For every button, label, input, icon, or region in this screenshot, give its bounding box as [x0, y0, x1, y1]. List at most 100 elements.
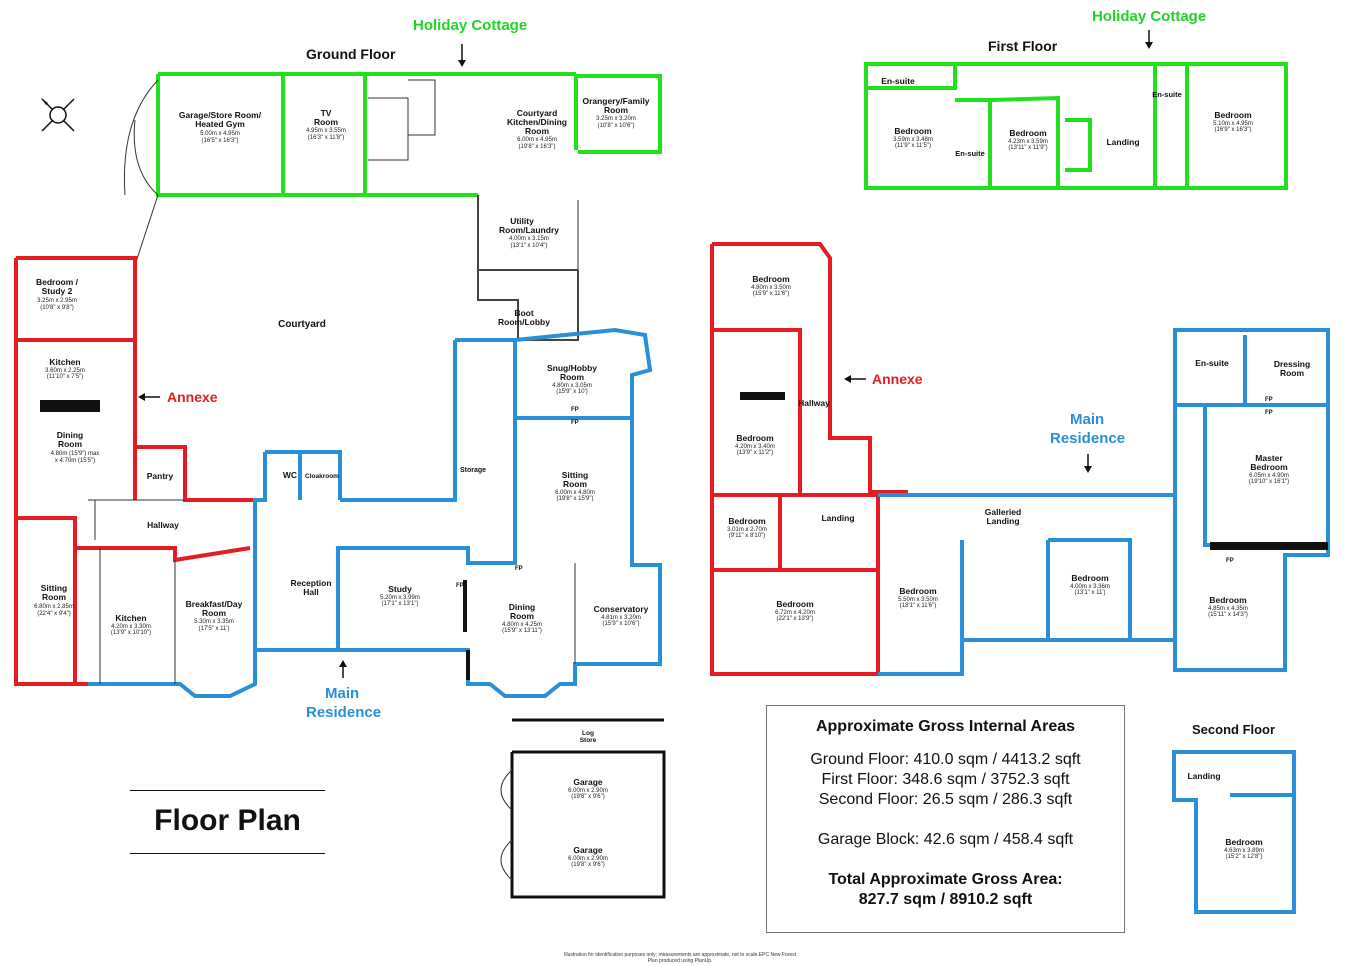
- room-log-store: Log Store: [580, 730, 597, 744]
- svg-text:(15'2" x 12'8"): (15'2" x 12'8"): [1226, 854, 1263, 860]
- room-ff-main-bed-c: Bedroom 4.85m x 4.35m (15'11" x 14'3"): [1208, 595, 1248, 618]
- room-ff-bed-1: Bedroom 3.59m x 3.48m (11'9" x 11'5"): [893, 126, 933, 149]
- svg-text:Conservatory: Conservatory: [594, 604, 649, 614]
- svg-text:6.00m x 2.90m: 6.00m x 2.90m: [568, 856, 608, 862]
- compass-icon: [41, 98, 75, 132]
- svg-text:(11'9" x 11'5"): (11'9" x 11'5"): [895, 143, 931, 149]
- svg-text:4.23m x 3.59m: 4.23m x 3.59m: [1008, 139, 1048, 145]
- svg-text:Bedroom: Bedroom: [1071, 573, 1109, 583]
- svg-text:(19'8" x 9'6"): (19'8" x 9'6"): [571, 862, 605, 868]
- areas-summary-box: Approximate Gross Internal Areas Ground …: [766, 705, 1125, 933]
- main-residence-tag-ground-2: Residence: [306, 704, 381, 721]
- room-utility: Utility Room/Laundry 4.00m x 3.15m (13'1…: [499, 216, 559, 249]
- floor-plan-title: Floor Plan: [130, 790, 325, 854]
- svg-text:(10'8" x 10'6"): (10'8" x 10'6"): [598, 123, 635, 129]
- garage-door-arc-2: [133, 119, 159, 196]
- svg-text:6.00m x 4.95m: 6.00m x 4.95m: [517, 137, 557, 143]
- arrow-annexe-first: [844, 375, 866, 383]
- svg-text:Garage: Garage: [573, 845, 603, 855]
- arrow-holiday-first: [1145, 30, 1153, 49]
- svg-text:x 4.70m (15'5"): x 4.70m (15'5"): [55, 458, 95, 464]
- second-floor-outline: [1172, 750, 1296, 914]
- svg-text:Reception: Reception: [290, 578, 331, 588]
- svg-text:Dining: Dining: [57, 430, 83, 440]
- svg-text:4.20m x 3.40m: 4.20m x 3.40m: [735, 444, 775, 450]
- main-residence-tag-first-1: Main: [1070, 411, 1104, 428]
- room-conservatory: Conservatory 4.81m x 3.20m (15'9" x 10'6…: [594, 604, 649, 627]
- cottage-ground-outline: [156, 72, 662, 197]
- room-breakfast: Breakfast/Day Room 5.30m x 3.35m (17'5" …: [186, 599, 243, 632]
- svg-text:Dressing: Dressing: [1274, 359, 1310, 369]
- svg-text:4.95m x 3.55m: 4.95m x 3.55m: [306, 128, 346, 134]
- svg-text:Bedroom: Bedroom: [1209, 595, 1247, 605]
- svg-text:Dining: Dining: [509, 602, 535, 612]
- svg-text:(16'9" x 16'3"): (16'9" x 16'3"): [1215, 127, 1252, 133]
- svg-text:Boot: Boot: [514, 308, 534, 318]
- svg-text:Study 2: Study 2: [42, 286, 73, 296]
- svg-text:4.20m x 3.30m: 4.20m x 3.30m: [111, 624, 151, 630]
- svg-text:4.85m x 4.35m: 4.85m x 4.35m: [1208, 606, 1248, 612]
- svg-text:Bedroom: Bedroom: [776, 599, 814, 609]
- svg-text:Log: Log: [582, 730, 594, 737]
- svg-text:(19'10" x 16'1"): (19'10" x 16'1"): [1249, 479, 1289, 485]
- arrow-main-ground: [339, 660, 347, 678]
- svg-text:5.10m x 4.95m: 5.10m x 4.95m: [1213, 121, 1253, 127]
- courtyard-edge: [134, 194, 159, 340]
- svg-text:Landing: Landing: [986, 516, 1019, 526]
- room-reception-hall: Reception Hall: [290, 578, 331, 597]
- room-pantry: Pantry: [147, 471, 174, 481]
- svg-text:Room: Room: [42, 592, 67, 602]
- svg-text:Bedroom: Bedroom: [752, 274, 790, 284]
- room-ff-dressing: Dressing Room: [1274, 359, 1310, 378]
- svg-text:6.80m x 2.85m: 6.80m x 2.85m: [34, 604, 74, 610]
- svg-text:Bedroom: Bedroom: [1250, 462, 1288, 472]
- room-ff-annexe-landing: Landing: [821, 513, 854, 523]
- svg-text:(13'1" x 10'4"): (13'1" x 10'4"): [511, 243, 548, 249]
- area-first: First Floor: 348.6 sqm / 3752.3 sqft: [821, 771, 1070, 788]
- area-ground: Ground Floor: 410.0 sqm / 4413.2 sqft: [810, 751, 1081, 768]
- svg-text:Room/Laundry: Room/Laundry: [499, 225, 559, 235]
- svg-text:Kitchen: Kitchen: [49, 357, 80, 367]
- svg-text:(15'9" x 11'6"): (15'9" x 11'6"): [753, 291, 789, 297]
- main-ground-outline: [88, 327, 662, 698]
- room-wc: WC: [283, 470, 297, 480]
- main-first-outline: [878, 328, 1330, 676]
- holiday-cottage-tag-ground: Holiday Cottage: [413, 17, 527, 34]
- svg-text:(11'10" x 7'5"): (11'10" x 7'5"): [47, 374, 83, 380]
- room-ff-annexe-hallway: Hallway: [798, 398, 830, 408]
- svg-text:4.80m x 4.25m: 4.80m x 4.25m: [502, 622, 542, 628]
- room-study: Study 5.20m x 3.99m (17'1" x 13'1"): [380, 584, 420, 607]
- room-ff-bed-2: Bedroom 4.23m x 3.59m (13'11" x 11'9"): [1008, 128, 1048, 151]
- svg-text:(13'9" x 11'2"): (13'9" x 11'2"): [737, 450, 773, 456]
- room-sf-landing: Landing: [1187, 771, 1220, 781]
- svg-text:3.01m x 2.70m: 3.01m x 2.70m: [727, 527, 767, 533]
- svg-text:Kitchen: Kitchen: [115, 613, 146, 623]
- svg-text:Bedroom: Bedroom: [1009, 128, 1047, 138]
- annexe-first-outline: [710, 242, 908, 676]
- svg-text:Utility: Utility: [510, 216, 534, 226]
- svg-text:3.59m x 3.48m: 3.59m x 3.48m: [893, 137, 933, 143]
- svg-text:FP: FP: [1265, 397, 1273, 403]
- svg-text:(13'1" x 11'): (13'1" x 11'): [1075, 590, 1106, 596]
- garage-door-arc: [123, 79, 159, 196]
- room-ff-annexe-bed-small: Bedroom 3.01m x 2.70m (9'11" x 8'10"): [727, 516, 767, 539]
- svg-text:Hall: Hall: [303, 587, 319, 597]
- room-ff-bed-3: Bedroom 5.10m x 4.95m (16'9" x 16'3"): [1213, 110, 1253, 133]
- main-residence-tag-ground-1: Main: [325, 685, 359, 702]
- svg-text:Bedroom: Bedroom: [899, 586, 937, 596]
- room-ff-main-ensuite: En-suite: [1195, 358, 1229, 368]
- svg-text:Courtyard: Courtyard: [517, 108, 558, 118]
- garage-block-outline: [500, 718, 666, 899]
- room-garage-2: Garage 6.00m x 2.90m (19'8" x 9'6"): [568, 845, 608, 868]
- svg-text:Bedroom /: Bedroom /: [36, 277, 79, 287]
- svg-text:(19'8" x 16'3"): (19'8" x 16'3"): [519, 144, 556, 150]
- svg-text:3.25m x 3.20m: 3.25m x 3.20m: [596, 116, 636, 122]
- svg-text:Room: Room: [314, 117, 339, 127]
- arrow-main-first: [1084, 454, 1092, 473]
- svg-text:6.00m x 2.90m: 6.00m x 2.90m: [568, 788, 608, 794]
- svg-text:Master: Master: [1255, 453, 1283, 463]
- annexe-tag-ground: Annexe: [167, 389, 218, 405]
- room-storage: Storage: [460, 467, 486, 474]
- svg-text:Snug/Hobby: Snug/Hobby: [547, 363, 597, 373]
- ground-floor-heading: Ground Floor: [306, 46, 396, 62]
